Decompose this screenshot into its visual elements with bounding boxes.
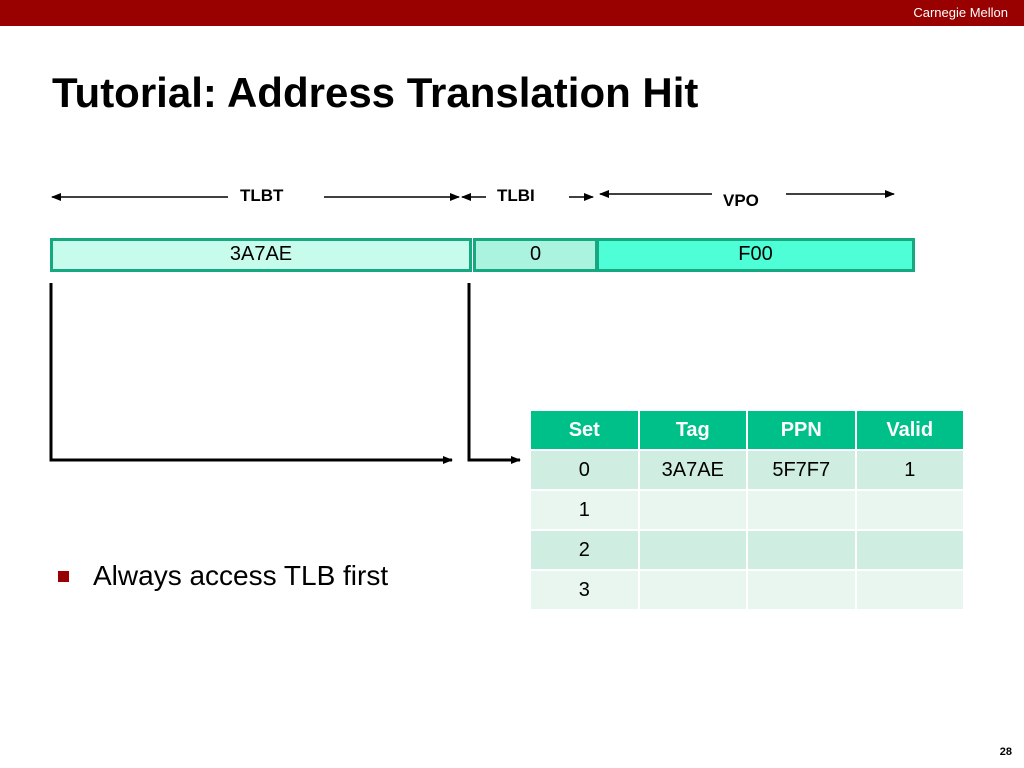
page-number: 28 — [999, 746, 1012, 758]
header-tag: Tag — [637, 409, 748, 451]
cell-set: 0 — [529, 449, 640, 491]
tlbi-lookup-arrow — [467, 283, 521, 464]
table-header-row: Set Tag PPN Valid — [529, 409, 965, 451]
tlbt-lookup-arrow — [49, 283, 453, 464]
top-banner: Carnegie Mellon — [0, 0, 1024, 26]
table-row: 0 3A7AE 5F7F7 1 — [529, 449, 965, 491]
cell-set: 1 — [529, 489, 640, 531]
tlbt-segment: 3A7AE — [50, 238, 472, 272]
cell-tag: 3A7AE — [637, 449, 748, 491]
tlbi-segment: 0 — [473, 238, 598, 272]
tlbi-label: TLBI — [497, 186, 535, 205]
cell-valid: 1 — [854, 449, 965, 491]
tlbt-label: TLBT — [240, 186, 284, 205]
cell-set: 3 — [529, 569, 640, 611]
vpo-label: VPO — [723, 191, 759, 210]
cell-ppn — [746, 569, 857, 611]
square-bullet-icon — [58, 570, 69, 582]
cell-ppn — [746, 489, 857, 531]
header-valid: Valid — [854, 409, 965, 451]
slide-title: Tutorial: Address Translation Hit — [52, 69, 699, 116]
cell-set: 2 — [529, 529, 640, 571]
cell-ppn — [746, 529, 857, 571]
bullet-text: Always access TLB first — [93, 560, 389, 591]
table-row: 2 — [529, 529, 965, 571]
cell-valid — [854, 489, 965, 531]
table-row: 1 — [529, 489, 965, 531]
tlb-table: Set Tag PPN Valid 0 3A7AE 5F7F7 1 1 2 3 — [529, 409, 965, 611]
org-name: Carnegie Mellon — [913, 5, 1008, 20]
vpo-segment: F00 — [596, 238, 915, 272]
table-row: 3 — [529, 569, 965, 611]
cell-tag — [637, 529, 748, 571]
cell-ppn: 5F7F7 — [746, 449, 857, 491]
cell-valid — [854, 569, 965, 611]
cell-valid — [854, 529, 965, 571]
bullet-item: Always access TLB first — [58, 560, 388, 592]
cell-tag — [637, 569, 748, 611]
cell-tag — [637, 489, 748, 531]
header-ppn: PPN — [746, 409, 857, 451]
header-set: Set — [529, 409, 640, 451]
